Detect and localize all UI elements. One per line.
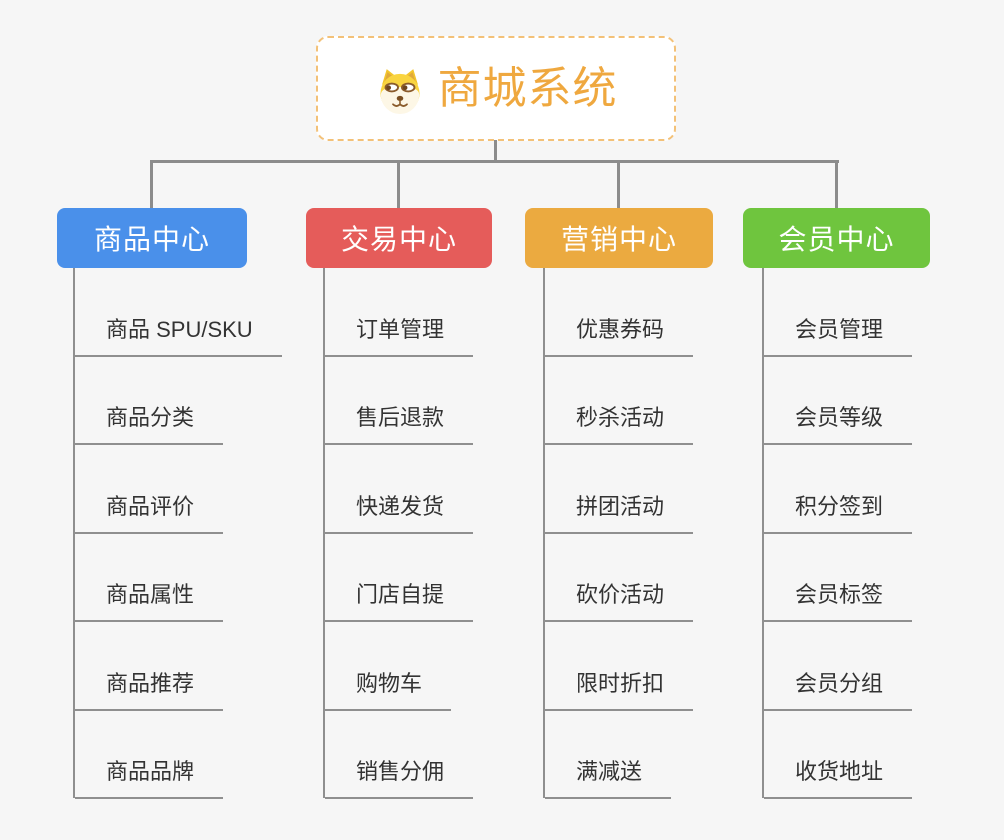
branch-marketing-items: 优惠券码 秒杀活动 拼团活动 砍价活动 限时折扣 满减送: [543, 268, 773, 799]
branch-trade-center[interactable]: 交易中心: [306, 208, 492, 268]
leaf-node[interactable]: 限时折扣: [545, 667, 694, 711]
leaf-node[interactable]: 拼团活动: [545, 490, 694, 534]
leaf-node[interactable]: 商品属性: [75, 578, 224, 622]
root-node[interactable]: 商城系统: [316, 36, 676, 141]
connector-drop-member: [835, 161, 838, 208]
leaf-node[interactable]: 优惠券码: [545, 313, 694, 357]
leaf-node[interactable]: 会员标签: [764, 578, 913, 622]
connector-drop-trade: [397, 161, 400, 208]
connector-horizontal: [150, 160, 839, 163]
branch-member-center[interactable]: 会员中心: [743, 208, 930, 268]
branch-label: 营销中心: [560, 224, 677, 255]
branch-member-items: 会员管理 会员等级 积分签到 会员标签 会员分组 收货地址: [762, 268, 992, 799]
leaf-node[interactable]: 销售分佣: [325, 755, 474, 799]
branch-product-center[interactable]: 商品中心: [57, 208, 247, 268]
root-title: 商城系统: [437, 63, 618, 113]
connector-drop-marketing: [617, 161, 620, 208]
leaf-node[interactable]: 商品 SPU/SKU: [75, 313, 282, 357]
leaf-node[interactable]: 订单管理: [325, 313, 474, 357]
connector-root-stem: [494, 140, 497, 162]
leaf-node[interactable]: 满减送: [545, 755, 672, 799]
leaf-node[interactable]: 收货地址: [764, 755, 913, 799]
leaf-node[interactable]: 购物车: [325, 667, 452, 711]
leaf-node[interactable]: 会员分组: [764, 667, 913, 711]
leaf-node[interactable]: 商品评价: [75, 490, 224, 534]
branch-product-items: 商品 SPU/SKU 商品分类 商品评价 商品属性 商品推荐 商品品牌: [73, 268, 303, 799]
branch-marketing-center[interactable]: 营销中心: [525, 208, 713, 268]
branch-label: 会员中心: [778, 224, 895, 255]
leaf-node[interactable]: 砍价活动: [545, 578, 694, 622]
leaf-node[interactable]: 商品分类: [75, 401, 224, 445]
leaf-node[interactable]: 会员等级: [764, 401, 913, 445]
connector-drop-product: [150, 161, 153, 208]
leaf-node[interactable]: 商品推荐: [75, 667, 224, 711]
leaf-node[interactable]: 商品品牌: [75, 755, 224, 799]
leaf-node[interactable]: 门店自提: [325, 578, 474, 622]
leaf-node[interactable]: 会员管理: [764, 313, 913, 357]
dog-face-icon: [375, 66, 425, 116]
leaf-node[interactable]: 快递发货: [325, 490, 474, 534]
leaf-node[interactable]: 售后退款: [325, 401, 474, 445]
branch-label: 交易中心: [340, 224, 457, 255]
branch-label: 商品中心: [93, 224, 210, 255]
leaf-node[interactable]: 秒杀活动: [545, 401, 694, 445]
branch-trade-items: 订单管理 售后退款 快递发货 门店自提 购物车 销售分佣: [323, 268, 553, 799]
leaf-node[interactable]: 积分签到: [764, 490, 913, 534]
